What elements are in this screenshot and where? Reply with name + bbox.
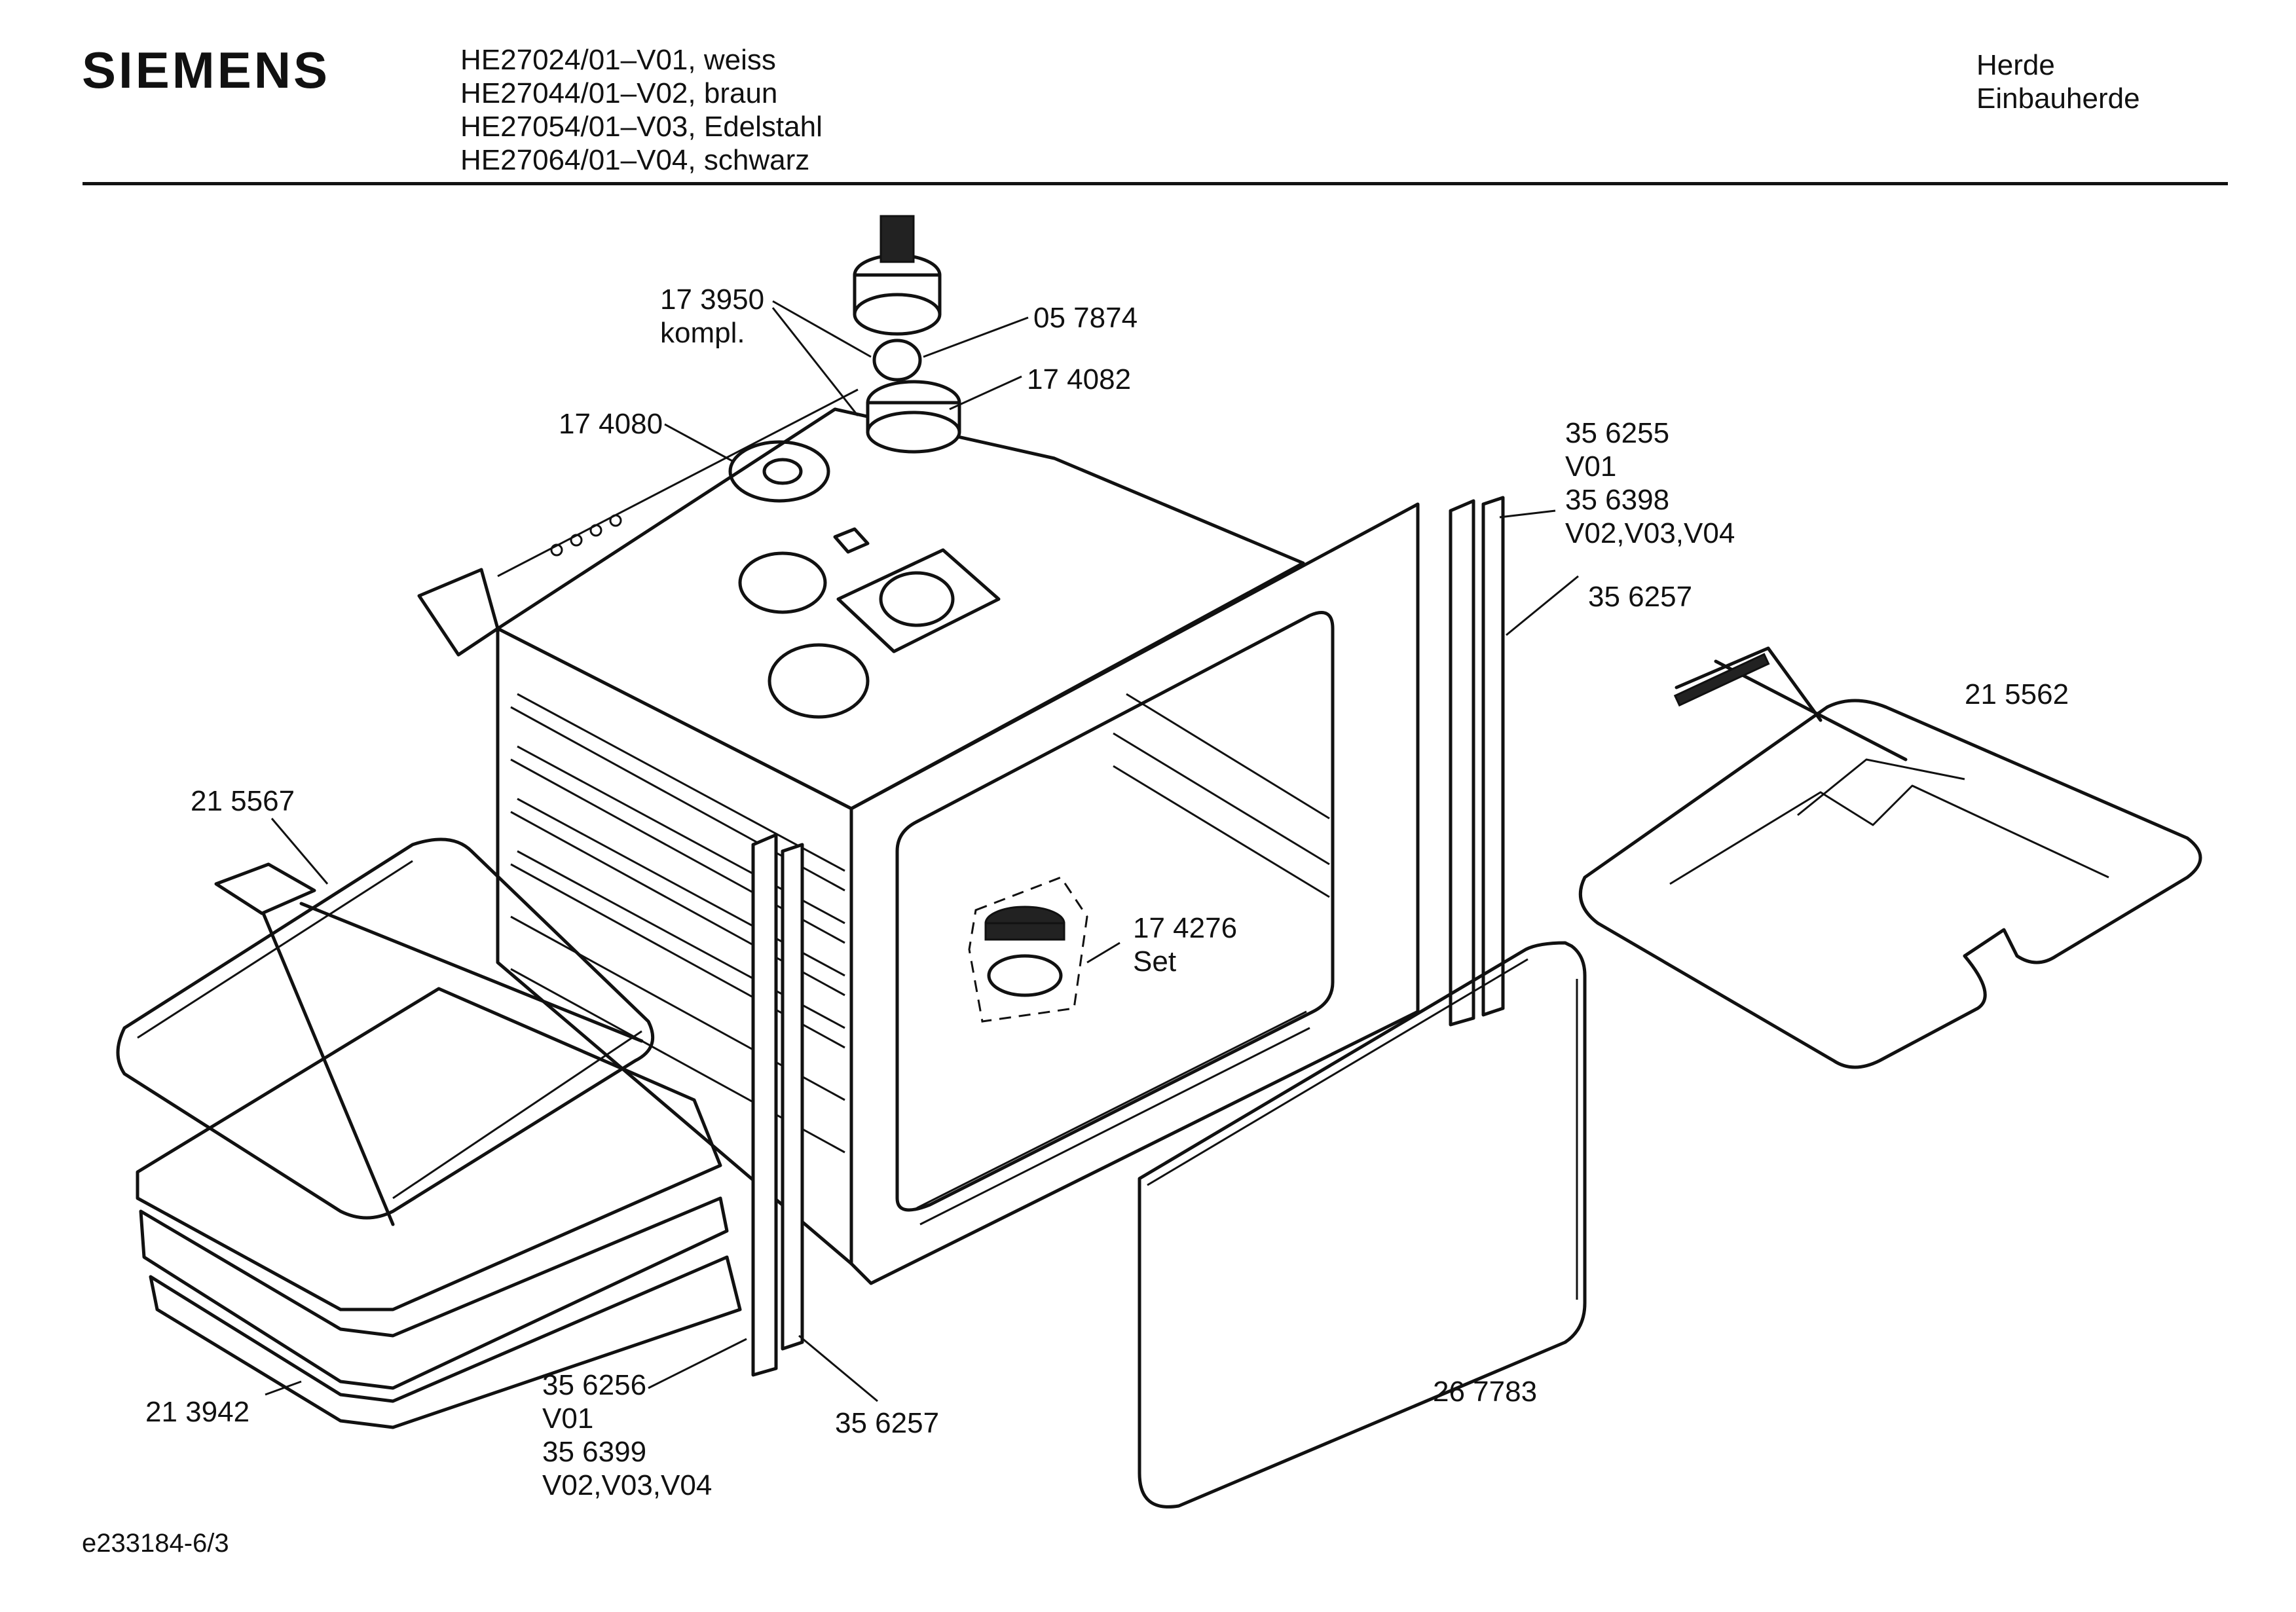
part-number: 35 6257 <box>835 1407 940 1439</box>
part-number: 26 7783 <box>1433 1376 1538 1408</box>
part-number: 21 5562 <box>1965 678 2069 710</box>
label-356257-right: 35 6257 <box>1588 580 1692 614</box>
part-number: 17 3950 <box>660 284 765 316</box>
label-174082: 17 4082 <box>1027 363 1131 396</box>
part-number: 35 6399 <box>542 1436 647 1468</box>
side-rails <box>751 496 1505 1377</box>
label-267783: 26 7783 <box>1433 1375 1537 1408</box>
part-number: 17 4082 <box>1027 363 1132 395</box>
label-356256: 35 6256 V01 35 6399 V02,V03,V04 <box>542 1368 712 1502</box>
category-line: Herde <box>1976 49 2055 81</box>
part-note: V02,V03,V04 <box>542 1469 713 1501</box>
label-213942: 21 3942 <box>145 1395 250 1429</box>
door-seal <box>1138 941 1587 1509</box>
label-173950: 17 3950 kompl. <box>660 283 764 350</box>
model-line: HE27054/01–V03, Edelstahl <box>460 111 823 143</box>
part-number: 35 6256 <box>542 1369 647 1401</box>
brand-logo: SIEMENS <box>82 41 331 99</box>
part-number: 17 4080 <box>559 408 663 440</box>
model-line: HE27064/01–V04, schwarz <box>460 144 810 176</box>
part-note: V02,V03,V04 <box>1565 517 1735 549</box>
drawing-id: e233184-6/3 <box>82 1529 229 1558</box>
part-note: V01 <box>542 1402 594 1435</box>
part-note: V01 <box>1565 450 1617 483</box>
insulation-mat <box>136 987 742 1429</box>
oven-cavity <box>417 388 1420 1285</box>
label-215567: 21 5567 <box>191 784 295 818</box>
upper-heating-element <box>1578 646 2202 1069</box>
part-note: kompl. <box>660 317 745 349</box>
category-line: Einbauherde <box>1976 82 2140 115</box>
part-note: Set <box>1133 945 1177 978</box>
label-057874: 05 7874 <box>1033 301 1138 335</box>
lower-heating-element <box>116 837 655 1226</box>
label-174080: 17 4080 <box>559 407 663 441</box>
model-line: HE27044/01–V02, braun <box>460 77 778 109</box>
header-divider <box>83 182 2228 185</box>
part-number: 21 5567 <box>191 785 295 817</box>
model-list: HE27024/01–V01, weiss HE27044/01–V02, br… <box>460 43 823 177</box>
product-category: Herde Einbauherde <box>1976 48 2140 115</box>
part-number: 21 3942 <box>145 1396 250 1428</box>
oven-light-set <box>968 876 1088 1023</box>
part-number: 35 6255 <box>1565 417 1670 449</box>
part-number: 05 7874 <box>1033 302 1138 334</box>
thermostat-knob-assembly <box>853 215 961 454</box>
part-number: 35 6398 <box>1565 484 1670 516</box>
label-356255: 35 6255 V01 35 6398 V02,V03,V04 <box>1565 416 1735 550</box>
part-number: 17 4276 <box>1133 912 1238 944</box>
label-174276: 17 4276 Set <box>1133 911 1237 978</box>
label-356257-bottom: 35 6257 <box>835 1406 939 1440</box>
leader-lines <box>265 300 1579 1402</box>
part-number: 35 6257 <box>1588 581 1693 613</box>
label-215562: 21 5562 <box>1965 678 2069 711</box>
model-line: HE27024/01–V01, weiss <box>460 44 776 76</box>
